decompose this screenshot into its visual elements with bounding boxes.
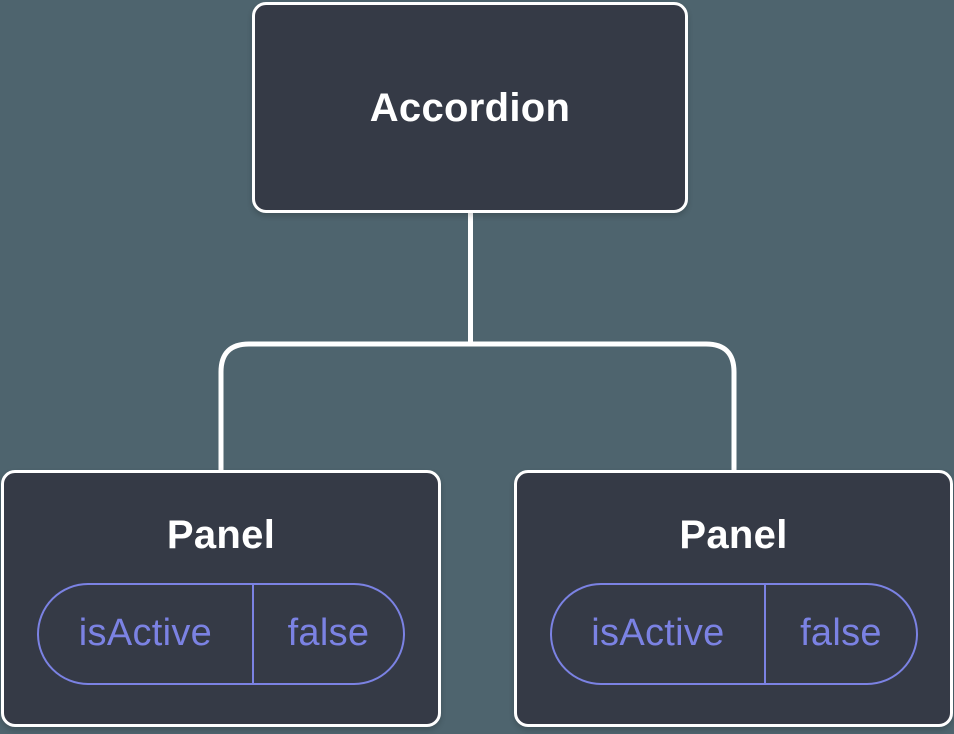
node-panel-right: Panel isActive false [514, 470, 953, 727]
node-accordion: Accordion [252, 2, 688, 213]
state-name-left: isActive [39, 584, 254, 683]
state-value-right: false [800, 612, 882, 654]
node-accordion-label: Accordion [369, 85, 571, 130]
connector-bracket [218, 341, 737, 472]
state-pill-left: isActive false [37, 582, 405, 685]
node-panel-left-label: Panel [166, 512, 276, 557]
node-panel-left: Panel isActive false [1, 470, 441, 727]
state-value-left: false [287, 612, 370, 654]
node-panel-right-label: Panel [679, 512, 788, 557]
state-pill-right: isActive false [549, 582, 918, 685]
state-name-right: isActive [552, 584, 767, 683]
